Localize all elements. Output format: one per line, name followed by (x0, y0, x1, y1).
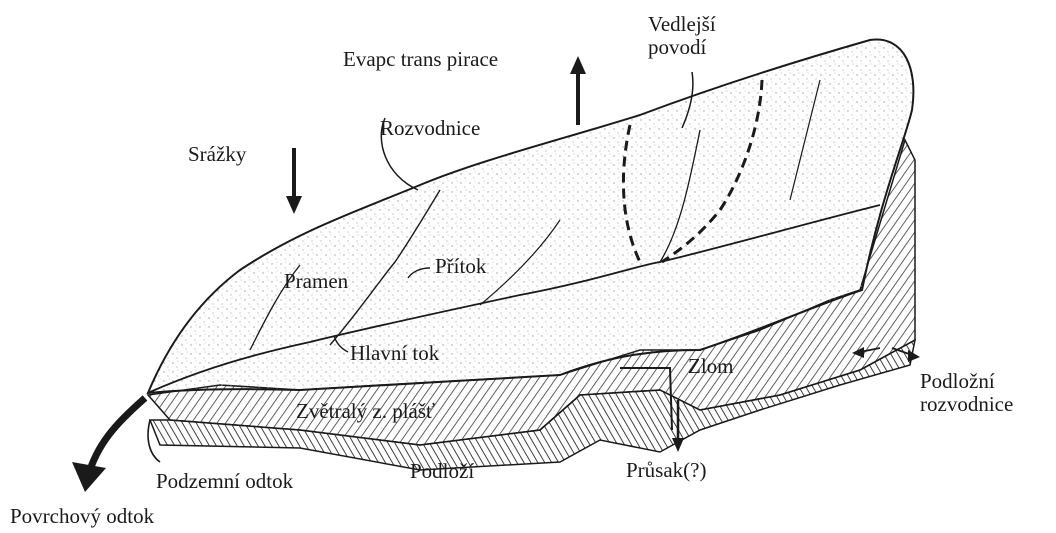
fault-label: Zlom (688, 355, 734, 378)
tributary-label: Přítok (435, 255, 486, 278)
subsurface-divide-label: Podložní rozvodnice (920, 370, 1013, 416)
bedrock-label: Podloží (410, 460, 474, 483)
divide-label: Rozvodnice (380, 117, 480, 140)
sub-basin-label: Vedlejší povodí (648, 13, 716, 59)
precipitation-arrow (286, 148, 302, 214)
surface-runoff-arrow (72, 398, 145, 492)
main-flow-label: Hlavní tok (350, 342, 439, 365)
precipitation-label: Srážky (188, 143, 246, 166)
weathered-mantle-label: Zvětralý z. plášť (296, 400, 435, 423)
evapotranspiration-arrow (570, 56, 586, 125)
groundwater-outflow-label: Podzemní odtok (156, 470, 293, 493)
surface-runoff-label: Povrchový odtok (10, 505, 154, 528)
evapotranspiration-label: Evapc trans pirace (343, 48, 498, 71)
seepage-label: Průsak(?) (626, 459, 706, 482)
spring-label: Pramen (284, 270, 348, 293)
